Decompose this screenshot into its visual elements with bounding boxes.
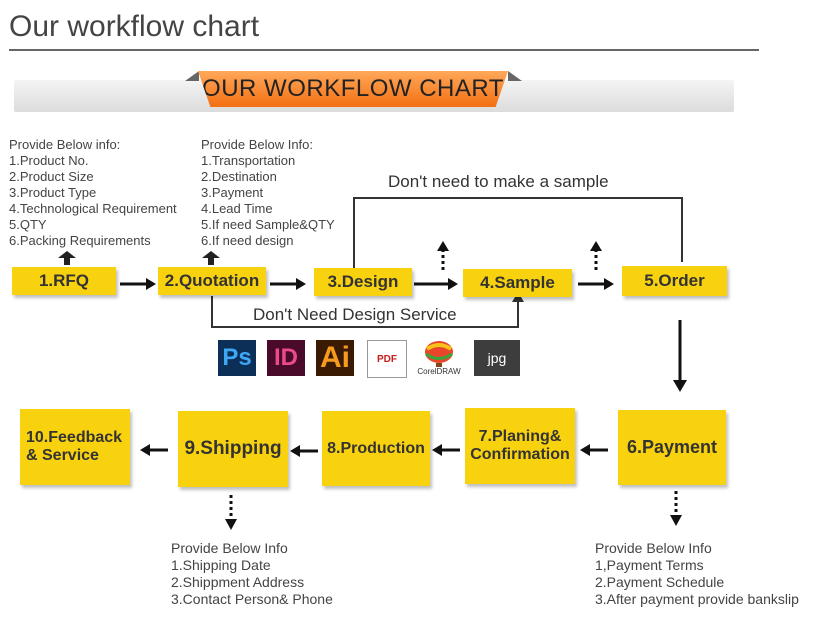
rfq-info-item: 6.Packing Requirements xyxy=(9,233,151,248)
coreldraw-label: CorelDRAW xyxy=(417,366,461,376)
step-planing-confirmation: 7.Planing& Confirmation xyxy=(465,408,575,484)
step-design: 3.Design xyxy=(314,268,412,296)
no-sample-note: Don't need to make a sample xyxy=(388,172,609,191)
shipping-info-item: 1.Shipping Date xyxy=(171,557,271,573)
photoshop-icon: Ps xyxy=(218,340,256,376)
sample-to-order-arrowhead xyxy=(604,278,614,290)
shipping-dotted-arrowhead xyxy=(225,519,237,530)
quotation-info-item: 6.If need design xyxy=(201,233,294,248)
design-to-sample-arrowhead xyxy=(448,278,458,290)
quotation-up-arrow-stem xyxy=(208,257,214,265)
step-rfq: 1.RFQ xyxy=(12,267,116,295)
payment-info-heading: Provide Below Info xyxy=(595,540,712,556)
sample-dotted-arrowhead xyxy=(590,241,602,251)
shipping-info-item: 3.Contact Person& Phone xyxy=(171,591,333,607)
production-to-shipping-arrowhead xyxy=(290,445,300,457)
step-feedback-line1: 10.Feedback xyxy=(26,429,123,446)
no-design-arrowhead xyxy=(512,292,524,302)
banner-ear-left xyxy=(185,71,199,81)
step-planing-line2: Confirmation xyxy=(470,446,570,463)
page-title: Our workflow chart xyxy=(9,10,260,43)
design-dotted-arrowhead xyxy=(437,241,449,251)
payment-info-item: 2.Payment Schedule xyxy=(595,574,725,590)
payment-to-planing-arrowhead xyxy=(580,444,590,456)
payment-dotted-arrowhead xyxy=(670,515,682,526)
shipping-info-item: 2.Shippment Address xyxy=(171,574,305,590)
step-feedback: 10.Feedback & Service xyxy=(20,409,130,485)
quotation-to-design-arrowhead xyxy=(296,278,306,290)
quotation-info-list: Provide Below Info: 1.Transportation 2.D… xyxy=(201,137,335,249)
quotation-up-arrowhead xyxy=(202,251,220,258)
rfq-to-quotation-arrowhead xyxy=(146,278,156,290)
rfq-info-heading: Provide Below info: xyxy=(9,137,121,152)
rfq-info-item: 5.QTY xyxy=(9,217,47,232)
banner-title: OUR WORKFLOW CHART xyxy=(198,71,508,107)
pdf-icon: PDF xyxy=(367,340,407,378)
shipping-info-list: Provide Below Info 1.Shipping Date 2.Shi… xyxy=(171,540,333,608)
payment-info-item: 3.After payment provide bankslip xyxy=(595,591,799,607)
pdf-icon-label: PDF xyxy=(377,353,397,365)
rfq-up-arrow-stem xyxy=(64,257,70,265)
shipping-to-feedback-arrowhead xyxy=(140,444,150,456)
step-feedback-line2: & Service xyxy=(26,447,99,464)
quotation-info-item: 4.Lead Time xyxy=(201,201,273,216)
step-planing-line1: 7.Planing& xyxy=(478,428,562,445)
planing-to-production-arrowhead xyxy=(432,444,442,456)
indesign-icon: ID xyxy=(267,340,305,376)
payment-info-list: Provide Below Info 1,Payment Terms 2.Pay… xyxy=(595,540,799,608)
illustrator-icon: Ai xyxy=(316,340,354,376)
title-divider xyxy=(9,49,759,51)
order-to-payment-arrowhead xyxy=(673,380,687,392)
step-quotation: 2.Quotation xyxy=(158,267,266,295)
quotation-info-item: 2.Destination xyxy=(201,169,277,184)
banner-ear-right xyxy=(508,71,522,81)
rfq-info-item: 1.Product No. xyxy=(9,153,89,168)
rfq-info-item: 3.Product Type xyxy=(9,185,97,200)
step-shipping: 9.Shipping xyxy=(178,411,288,487)
rfq-up-arrowhead xyxy=(58,251,76,258)
no-design-connector xyxy=(211,296,519,328)
rfq-info-item: 4.Technological Requirement xyxy=(9,201,177,216)
shipping-info-heading: Provide Below Info xyxy=(171,540,288,556)
no-sample-connector xyxy=(353,197,683,268)
quotation-info-item: 5.If need Sample&QTY xyxy=(201,217,335,232)
step-sample: 4.Sample xyxy=(463,269,572,297)
step-payment: 6.Payment xyxy=(618,410,726,485)
rfq-info-list: Provide Below info: 1.Product No. 2.Prod… xyxy=(9,137,177,249)
quotation-info-item: 1.Transportation xyxy=(201,153,296,168)
coreldraw-icon: CorelDRAW xyxy=(414,340,464,376)
quotation-info-item: 3.Payment xyxy=(201,185,264,200)
rfq-info-item: 2.Product Size xyxy=(9,169,94,184)
jpg-icon: jpg xyxy=(474,340,520,376)
payment-info-item: 1,Payment Terms xyxy=(595,557,704,573)
step-production: 8.Production xyxy=(322,411,430,486)
quotation-info-heading: Provide Below Info: xyxy=(201,137,314,152)
no-design-note: Don't Need Design Service xyxy=(253,305,457,324)
step-order: 5.Order xyxy=(622,266,727,296)
hot-air-balloon-icon xyxy=(425,340,453,367)
